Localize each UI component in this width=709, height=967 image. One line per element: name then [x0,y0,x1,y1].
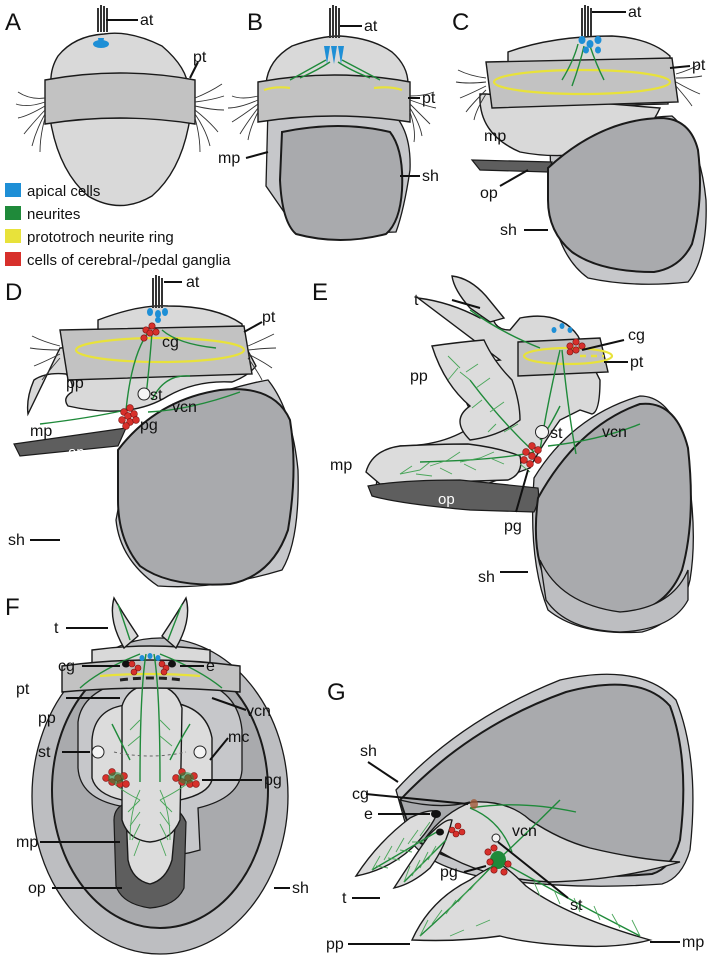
panel-label-a: A [5,9,21,36]
label-vcn: vcn [512,823,537,840]
label-mp: mp [484,128,506,145]
label-sh: sh [360,743,377,760]
label-mp: mp [30,423,52,440]
label-pt: pt [422,90,436,107]
panel-label-f: F [5,594,20,621]
label-t: t [414,292,419,309]
label-pp: pp [66,375,84,392]
panel-b: B at pt mp sh [218,5,439,241]
label-sh: sh [8,532,25,549]
label-sh: sh [422,168,439,185]
panel-label-e: E [312,279,328,306]
label-vcn: vcn [602,424,627,441]
label-pp: pp [410,368,428,385]
panel-c: C at pt mp op sh [452,4,707,285]
label-e: e [206,658,215,675]
label-pp: pp [326,936,344,953]
label-pt: pt [630,354,644,371]
label-op: op [68,444,85,461]
label-sh: sh [500,222,517,239]
label-at: at [628,4,642,21]
label-cg: cg [58,658,75,675]
panel-label-b: B [247,9,263,36]
legend-swatch-ring [5,229,21,243]
label-pt: pt [692,57,706,74]
panel-label-g: G [327,679,346,706]
label-pt: pt [193,49,207,66]
label-cg: cg [628,327,645,344]
label-mp: mp [330,457,352,474]
label-t: t [342,890,347,907]
label-mp: mp [218,150,240,167]
legend-swatch-apical [5,183,21,197]
label-st: st [570,897,583,914]
label-pt: pt [262,309,276,326]
label-pg: pg [140,417,158,434]
label-at: at [186,274,200,291]
label-pg: pg [504,518,522,535]
label-mp: mp [16,834,38,851]
label-vcn: vcn [172,399,197,416]
label-st: st [150,387,163,404]
label-e: e [364,806,373,823]
label-pg: pg [264,772,282,789]
panel-label-d: D [5,279,22,306]
legend-swatch-ganglia [5,252,21,266]
label-cg: cg [352,786,369,803]
label-op: op [438,491,455,508]
panel-f: F [5,594,309,955]
legend-ganglia: cells of cerebral-/pedal ganglia [27,252,231,269]
legend-prototroch-ring: prototroch neurite ring [27,229,174,246]
legend-swatch-neurites [5,206,21,220]
label-vcn: vcn [246,703,271,720]
panel-a: A at pt [5,5,225,207]
label-sh: sh [292,880,309,897]
label-cg: cg [162,334,179,351]
label-op: op [480,185,498,202]
label-op: op [28,880,46,897]
panel-d: D at cg pt pp st vcn [5,274,299,588]
panel-e: E [312,275,694,634]
label-st: st [550,425,563,442]
label-pp: pp [38,710,56,727]
label-pg: pg [440,864,458,881]
label-t: t [54,620,59,637]
label-at: at [364,18,378,35]
legend-apical-cells: apical cells [27,183,100,200]
panel-label-c: C [452,9,469,36]
label-st: st [38,744,51,761]
label-mc: mc [228,729,249,746]
panel-g: G [326,673,704,953]
legend: apical cells neurites prototroch neurite… [5,183,231,269]
label-sh: sh [478,569,495,586]
legend-neurites: neurites [27,206,80,223]
label-mp: mp [682,934,704,951]
label-at: at [140,12,154,29]
label-pt: pt [16,681,30,698]
